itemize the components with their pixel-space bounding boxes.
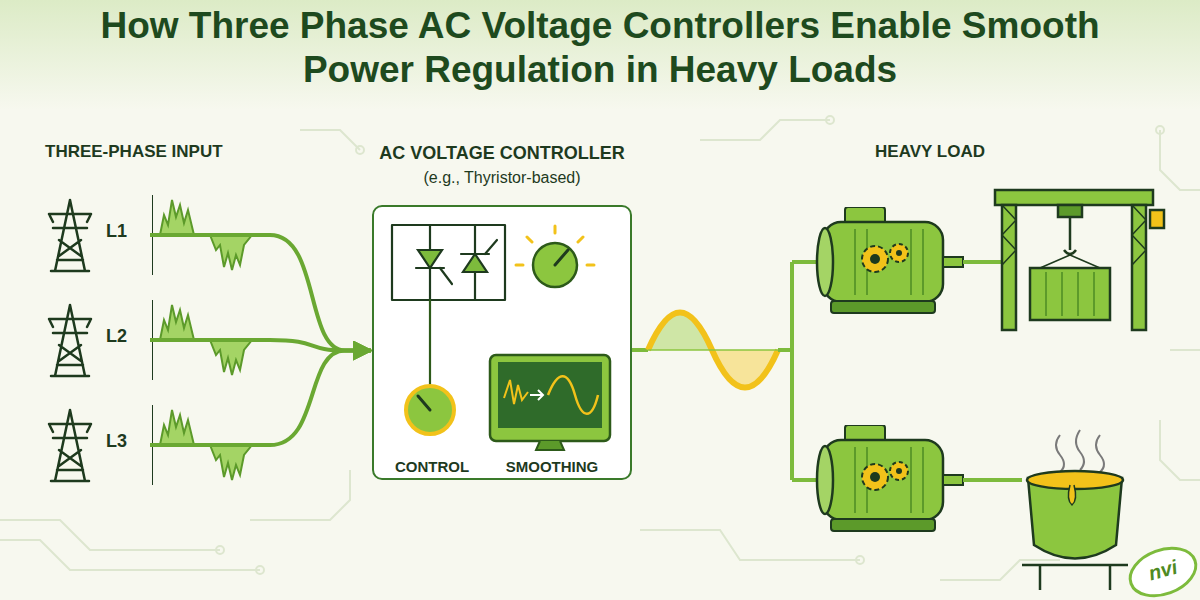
connector — [150, 340, 371, 351]
phase-line: L3 — [40, 405, 150, 485]
connector — [150, 235, 371, 351]
phase-line: L1 — [40, 195, 150, 275]
controller-heading: AC VOLTAGE CONTROLLER — [314, 143, 690, 164]
section-heading: HEAVY LOAD — [850, 142, 1010, 162]
node-label: L1 — [106, 221, 127, 242]
phase-line: L2 — [40, 300, 150, 380]
title: How Three Phase AC Voltage Controllers E… — [60, 4, 1140, 92]
node-label: L2 — [106, 326, 127, 347]
node-label: L3 — [106, 431, 127, 452]
controller-subheading: (e.g., Thyristor-based) — [314, 169, 690, 187]
connector — [150, 351, 371, 446]
node-label: CONTROL — [375, 458, 489, 475]
section-heading: THREE-PHASE INPUT — [45, 142, 223, 162]
control-knob: CONTROL — [385, 380, 479, 475]
node-label: SMOOTHING — [474, 458, 630, 475]
smoothing-monitor: SMOOTHING — [484, 352, 620, 475]
controller-box: AC VOLTAGE CONTROLLER(e.g., Thyristor-ba… — [372, 205, 632, 480]
